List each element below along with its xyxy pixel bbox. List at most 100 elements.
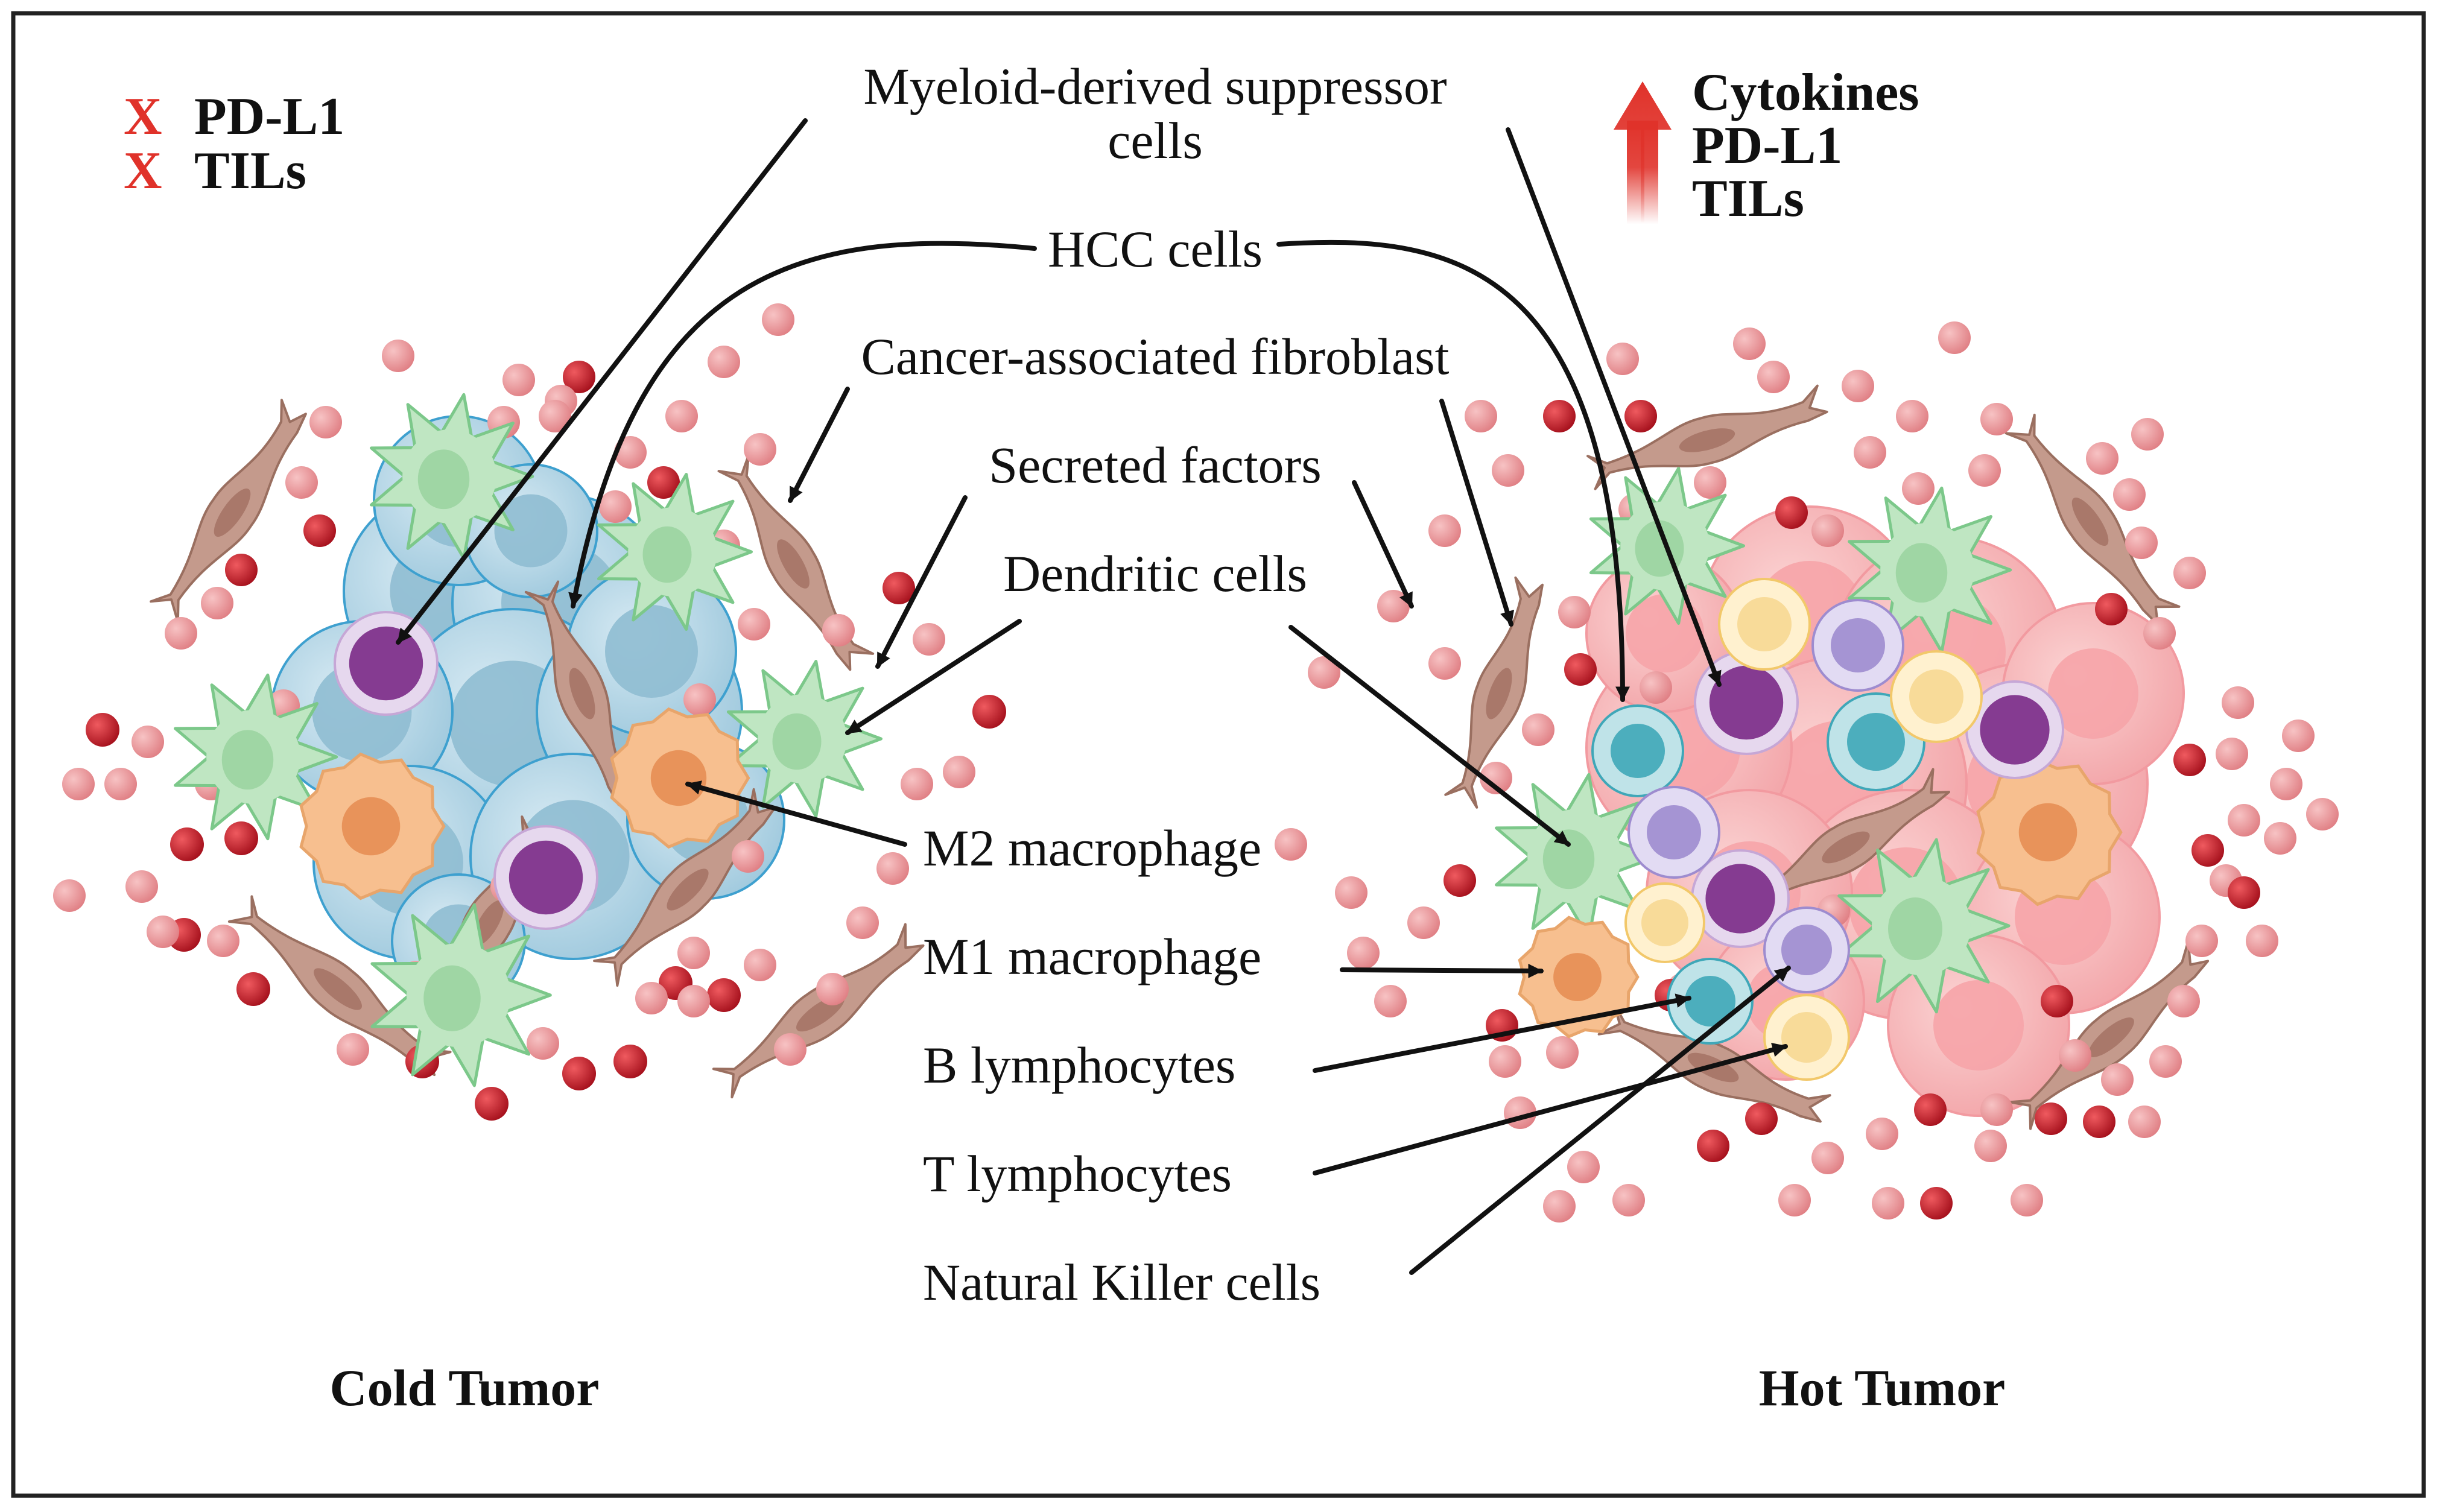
secreted-factor-light [1308, 656, 1340, 689]
secreted-factor-dark [1920, 1187, 1953, 1219]
secreted-factor-light [1522, 713, 1554, 746]
legend-cold: X PD-L1 X TILs [124, 87, 344, 200]
t-lymphocyte [1624, 882, 1705, 963]
secreted-factor-dark [2191, 834, 2224, 867]
secreted-factor-light [744, 433, 776, 466]
cold-immune-cells [174, 393, 883, 1087]
secreted-factor-light [2149, 1045, 2182, 1078]
secreted-factor-dark [225, 554, 258, 586]
secreted-factor-light [2113, 478, 2146, 511]
label-mdsc: Myeloid-derived suppressor [863, 57, 1447, 115]
fibroblast [2008, 940, 2210, 1130]
secreted-factor-light [913, 623, 945, 656]
secreted-factor-light [1428, 647, 1461, 680]
legend-mark: X [124, 142, 162, 200]
dendritic-cell [174, 673, 338, 841]
nk-cell [1627, 786, 1720, 879]
secreted-factor-dark [475, 1087, 509, 1121]
secreted-factor-light [527, 1027, 559, 1060]
hot-secreted-factors [1275, 321, 2339, 1223]
secreted-factor-light [1980, 1093, 2013, 1126]
secreted-factor-dark [1624, 400, 1657, 432]
t-lymphocyte [1890, 650, 1983, 743]
secreted-factor-light [683, 683, 716, 716]
secreted-factor-dark [224, 821, 258, 855]
fibroblast [593, 788, 776, 987]
secreted-factor-light [2011, 1184, 2043, 1216]
nk-cell [1811, 599, 1904, 692]
fibroblast [1586, 384, 1828, 490]
secreted-factor-light [1811, 514, 1844, 547]
secreted-factor-light [2173, 557, 2206, 589]
secreted-factor-light [774, 1033, 807, 1066]
secreted-factor-light [2185, 925, 2218, 957]
secreted-factor-dark [647, 466, 680, 499]
secreted-factor-light [337, 1033, 369, 1066]
secreted-factor-dark [883, 572, 915, 604]
secreted-factor-light [201, 587, 233, 619]
fibroblast [1738, 768, 1951, 922]
panel-title-cold: Cold Tumor [330, 1359, 600, 1417]
secreted-factor-light [382, 340, 414, 372]
secreted-factor-light [1374, 985, 1407, 1017]
secreted-factor-light [901, 768, 933, 800]
secreted-factor-light [147, 916, 179, 948]
secreted-factor-light [1854, 436, 1886, 469]
dendritic-cell [370, 903, 552, 1087]
t-lymphocyte [1718, 578, 1811, 671]
secreted-factor-light [1872, 1187, 1904, 1219]
secreted-factor-light [599, 490, 632, 523]
secreted-factor-dark [2228, 876, 2260, 909]
secreted-factor-light [1407, 906, 1440, 939]
label-caf: Cancer-associated fibroblast [861, 327, 1450, 385]
secreted-factor-light [1428, 514, 1461, 547]
secreted-factor-light [1275, 828, 1307, 861]
fibroblast [1444, 576, 1544, 809]
secreted-factor-light [207, 925, 239, 957]
b-lymphocyte [1591, 704, 1684, 797]
secreted-factor-light [732, 840, 764, 873]
secreted-factor-light [1480, 762, 1512, 794]
hcc-cell [463, 463, 598, 598]
secreted-factor-light [1733, 327, 1766, 360]
legend-item-cytokines: Cytokines [1692, 63, 1919, 122]
secreted-factor-light [1811, 1142, 1844, 1174]
secreted-factor-light [104, 768, 137, 800]
mdsc-cell [1691, 849, 1790, 948]
secreted-factor-dark [562, 1057, 596, 1090]
secreted-factor-light [1465, 400, 1497, 432]
m1-macrophage [1518, 916, 1640, 1039]
secreted-factor-light [708, 346, 740, 378]
secreted-factor-light [1546, 1036, 1579, 1069]
secreted-factor-dark [972, 695, 1006, 729]
secreted-factor-light [2143, 617, 2176, 650]
figure-border [11, 11, 2426, 1498]
fibroblast [2004, 413, 2181, 626]
secreted-factor-light [62, 768, 95, 800]
secreted-factor-dark [1564, 653, 1597, 686]
label-mdsc-line2: cells [1108, 112, 1203, 169]
secreted-factor-light [2270, 768, 2302, 800]
secreted-factor-light [846, 906, 879, 939]
secreted-factor-light [2128, 1106, 2161, 1138]
secreted-factor-light [1938, 321, 1971, 354]
m2-macrophage [1976, 758, 2123, 906]
secreted-factor-dark [2035, 1102, 2067, 1135]
dendritic-cell [370, 393, 534, 560]
label-hcc-cells: HCC cells [1048, 220, 1263, 278]
legend-item-pdl1: PD-L1 [194, 87, 344, 146]
dendritic-cell [1837, 838, 2011, 1014]
secreted-factor-light [1335, 876, 1367, 909]
secreted-factor-dark [563, 361, 595, 393]
label-m1-macrophage: M1 macrophage [923, 928, 1261, 985]
legend-item-tils: TILs [194, 142, 306, 200]
secreted-factor-light [132, 726, 164, 758]
dendritic-cell [726, 660, 883, 818]
secreted-factor-light [738, 608, 770, 641]
secreted-factor-light [2125, 527, 2158, 559]
up-arrow-icon [1627, 121, 1658, 224]
label-m2-macrophage: M2 macrophage [923, 819, 1261, 877]
fibroblast [712, 923, 925, 1099]
secreted-factor-light [2246, 925, 2278, 957]
hot-tumor-illustration [1275, 321, 2339, 1223]
